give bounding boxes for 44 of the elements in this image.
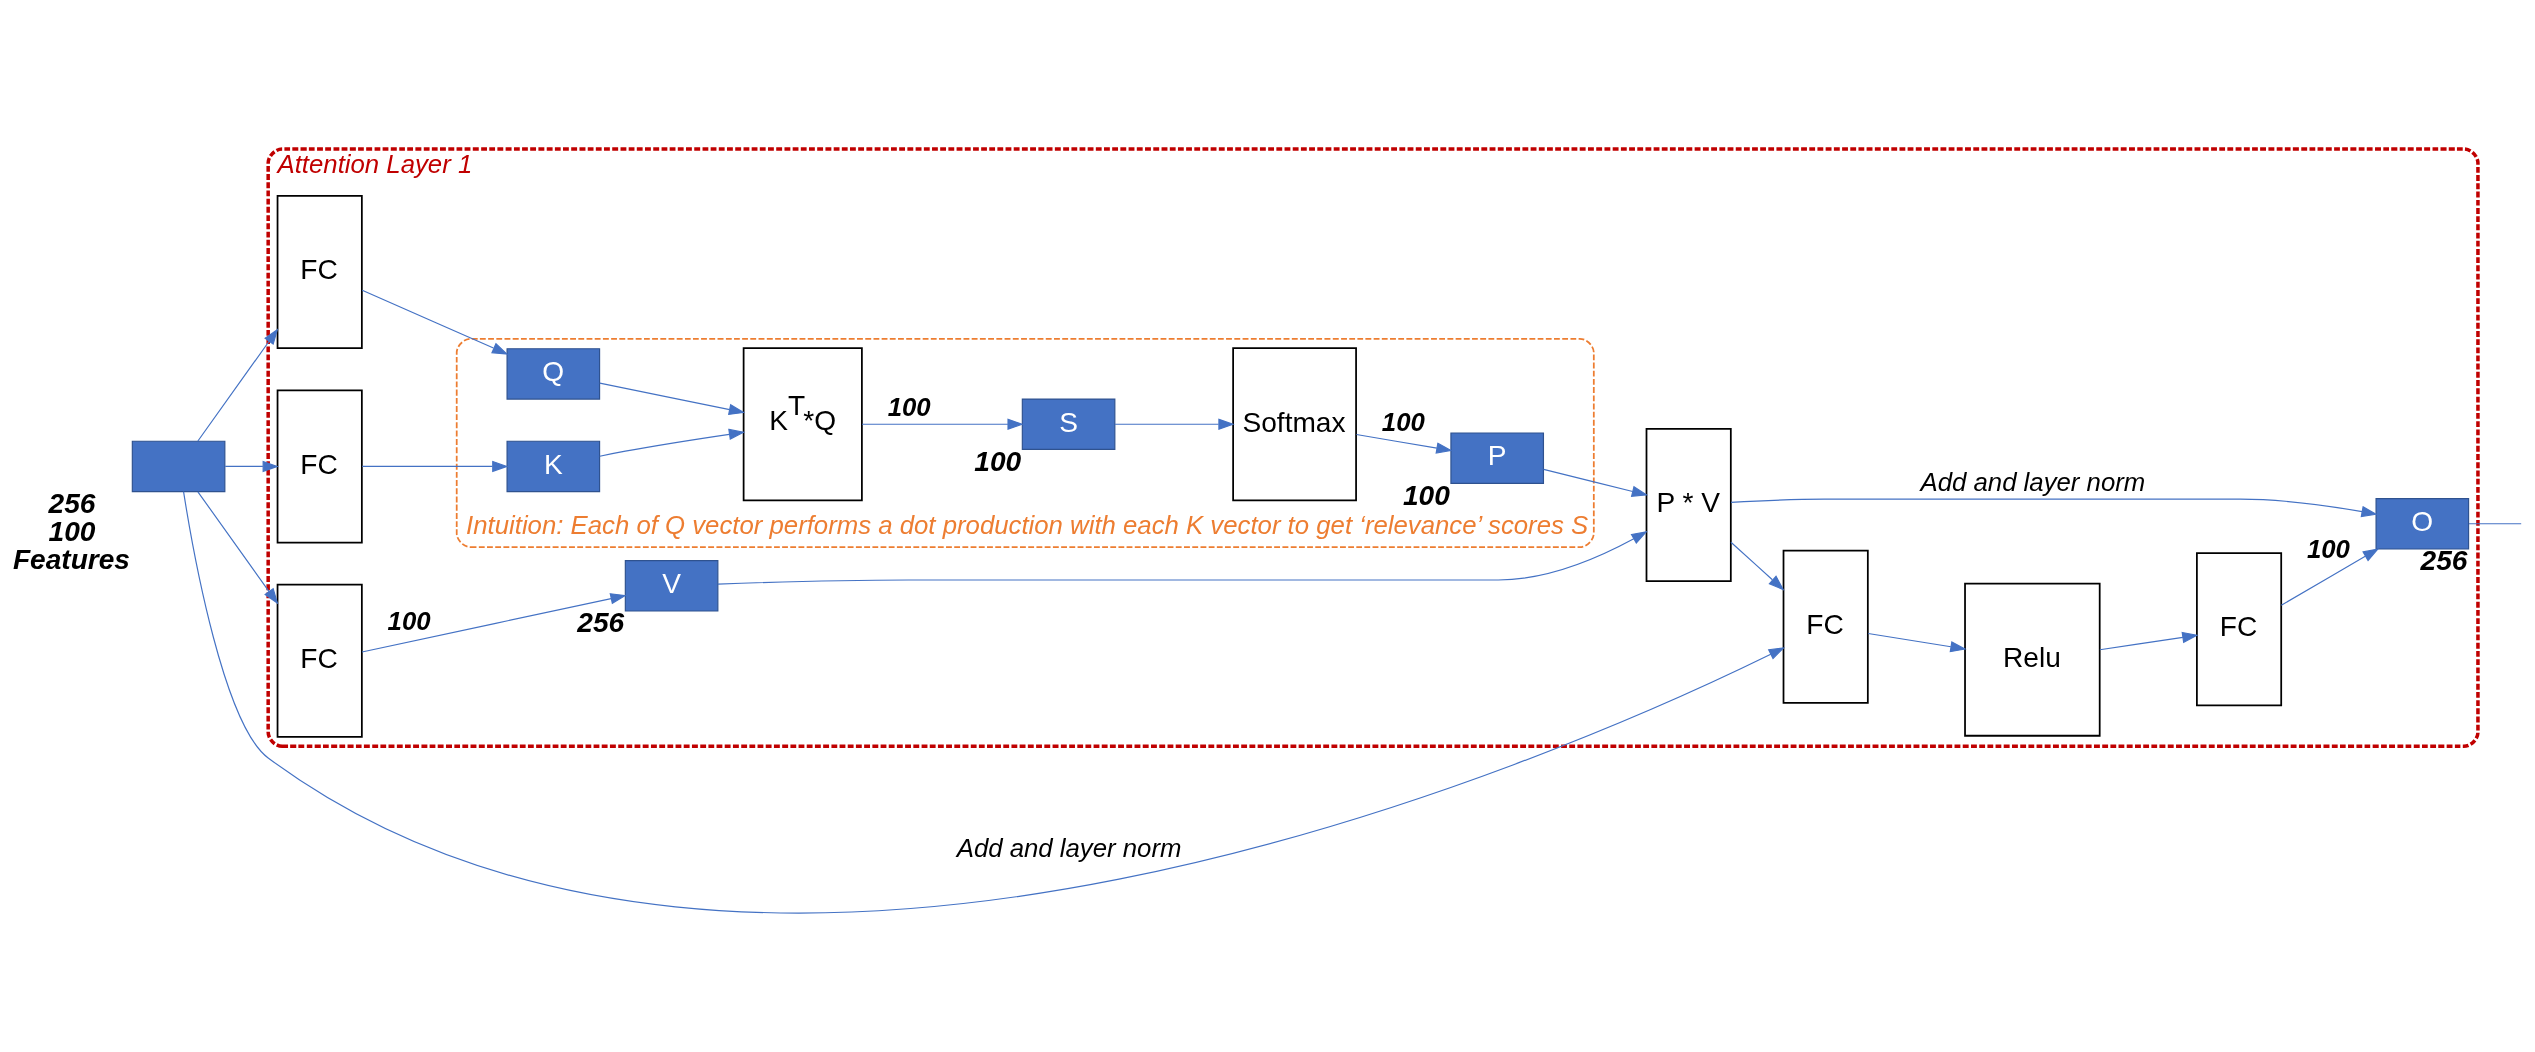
arrow xyxy=(1867,632,1967,652)
edge-label: 100 xyxy=(387,606,431,635)
arrow xyxy=(1730,498,2378,517)
arrow xyxy=(2280,547,2380,606)
arrow xyxy=(599,428,746,457)
node-box: V xyxy=(624,559,719,612)
node-label: 100 xyxy=(1402,479,1450,511)
node-box: P * V xyxy=(1645,427,1732,582)
node-box: FC xyxy=(2196,551,2283,706)
arrow xyxy=(2099,631,2199,650)
arrow xyxy=(1114,418,1235,430)
edge-label: 100 xyxy=(2306,534,2350,563)
connector xyxy=(2468,522,2522,524)
node-box: S xyxy=(1021,398,1116,450)
arrow xyxy=(599,382,746,415)
edge-label: Add and layer norm xyxy=(1920,467,2146,496)
arrow xyxy=(1355,433,1453,454)
node-box: Softmax xyxy=(1232,346,1357,501)
arrow xyxy=(197,327,279,442)
arrow xyxy=(361,289,509,355)
node-box: P xyxy=(1450,431,1545,484)
node-box: FC xyxy=(276,388,363,543)
node-box: O xyxy=(2375,497,2470,550)
arrow xyxy=(361,460,509,472)
arrow xyxy=(861,418,1024,430)
node-box: Relu xyxy=(1964,582,2101,737)
node-box: Q xyxy=(506,347,601,400)
arrow xyxy=(1543,468,1649,497)
arrow xyxy=(361,592,627,653)
node-label: 100 xyxy=(974,445,1022,477)
arrow xyxy=(717,530,1648,585)
node-label: 256 xyxy=(577,606,625,638)
edge-label: Add and layer norm xyxy=(956,833,1182,862)
node-box: FC xyxy=(1782,549,1869,704)
arrow xyxy=(197,490,279,605)
node-box xyxy=(131,440,226,492)
node-box: FC xyxy=(276,583,363,738)
node-box: K xyxy=(506,440,601,492)
node-box: FC xyxy=(276,194,363,349)
arrow xyxy=(182,490,1786,913)
edge-label: 100 xyxy=(1381,407,1425,436)
arrow xyxy=(224,460,279,472)
arrow xyxy=(1730,541,1785,591)
edge-label: 100 xyxy=(887,392,931,421)
